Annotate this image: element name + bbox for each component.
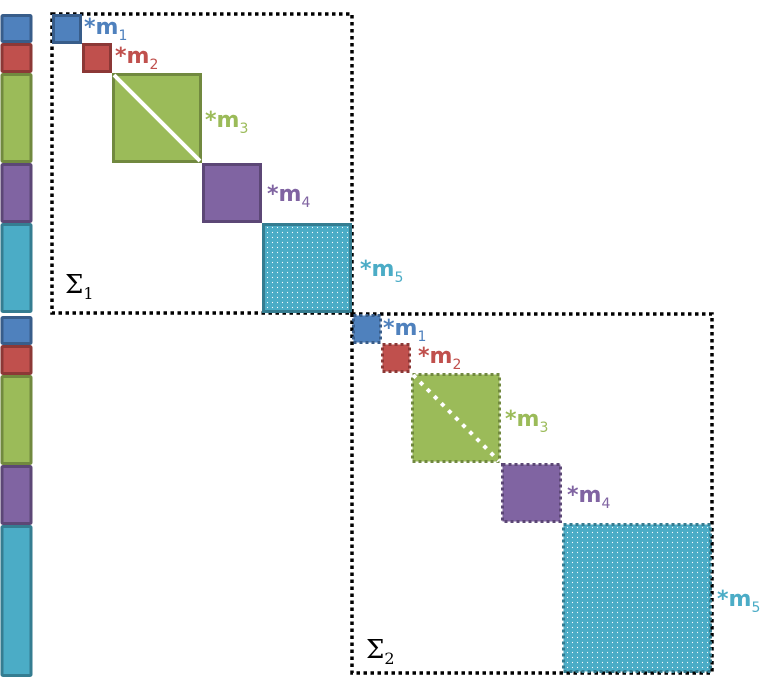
label-m2: *m2 xyxy=(418,344,461,373)
block-m4 xyxy=(202,163,262,223)
stacked-vector-bar xyxy=(0,14,33,677)
block-m2 xyxy=(381,343,411,373)
block-m4 xyxy=(501,463,562,523)
bar-segment-m4 xyxy=(0,465,33,525)
label-m5: *m5 xyxy=(360,257,403,286)
sigma-label: Σ2 xyxy=(366,635,395,668)
m: m xyxy=(127,44,150,69)
matrix-boundary xyxy=(350,312,714,675)
block-m5 xyxy=(562,523,712,673)
star: * xyxy=(418,344,430,369)
label-m3: *m3 xyxy=(205,108,248,137)
subscript: 2 xyxy=(452,357,461,373)
bar-segment-m5 xyxy=(0,223,33,313)
subscript: 5 xyxy=(394,270,403,286)
block-m2 xyxy=(82,43,112,73)
star: * xyxy=(717,587,729,612)
star: * xyxy=(267,182,279,207)
m: m xyxy=(517,407,540,432)
block-m1 xyxy=(52,14,82,44)
label-m4: *m4 xyxy=(267,182,310,211)
block-m5 xyxy=(262,223,352,313)
bar-segment-m1 xyxy=(0,316,33,345)
bar-segment-m2 xyxy=(0,43,33,73)
label-m4: *m4 xyxy=(567,483,610,512)
bar-segment-m1 xyxy=(0,14,33,43)
label-m3: *m3 xyxy=(505,407,548,436)
bar-segment-m3 xyxy=(0,375,33,465)
star: * xyxy=(360,257,372,282)
sigma-label: Σ1 xyxy=(65,270,94,303)
m: m xyxy=(395,316,418,341)
bar-segment-m3 xyxy=(0,73,33,163)
star: * xyxy=(84,15,96,40)
subscript: 5 xyxy=(751,600,760,616)
diagonal-line xyxy=(112,73,202,163)
matrix-boundary xyxy=(50,12,354,315)
subscript: 4 xyxy=(601,496,610,512)
block-m1 xyxy=(352,314,382,344)
star: * xyxy=(505,407,517,432)
label-m1: *m1 xyxy=(383,316,426,345)
bar-segment-m5 xyxy=(0,525,33,677)
diagonal-line xyxy=(411,373,501,463)
bar-segment-m4 xyxy=(0,163,33,223)
subscript: 1 xyxy=(118,28,127,44)
label-m1: *m1 xyxy=(84,15,127,44)
subscript: 2 xyxy=(149,57,158,73)
star: * xyxy=(383,316,395,341)
bar-segment-m2 xyxy=(0,345,33,375)
subscript: 1 xyxy=(417,329,426,345)
label-m2: *m2 xyxy=(115,44,158,73)
m: m xyxy=(729,587,752,612)
star: * xyxy=(205,108,217,133)
subscript: 4 xyxy=(301,195,310,211)
label-m5: *m5 xyxy=(717,587,760,616)
m: m xyxy=(279,182,302,207)
m: m xyxy=(430,344,453,369)
star: * xyxy=(567,483,579,508)
subscript: 3 xyxy=(539,420,548,436)
m: m xyxy=(579,483,602,508)
star: * xyxy=(115,44,127,69)
m: m xyxy=(372,257,395,282)
m: m xyxy=(96,15,119,40)
subscript: 3 xyxy=(239,121,248,137)
m: m xyxy=(217,108,240,133)
